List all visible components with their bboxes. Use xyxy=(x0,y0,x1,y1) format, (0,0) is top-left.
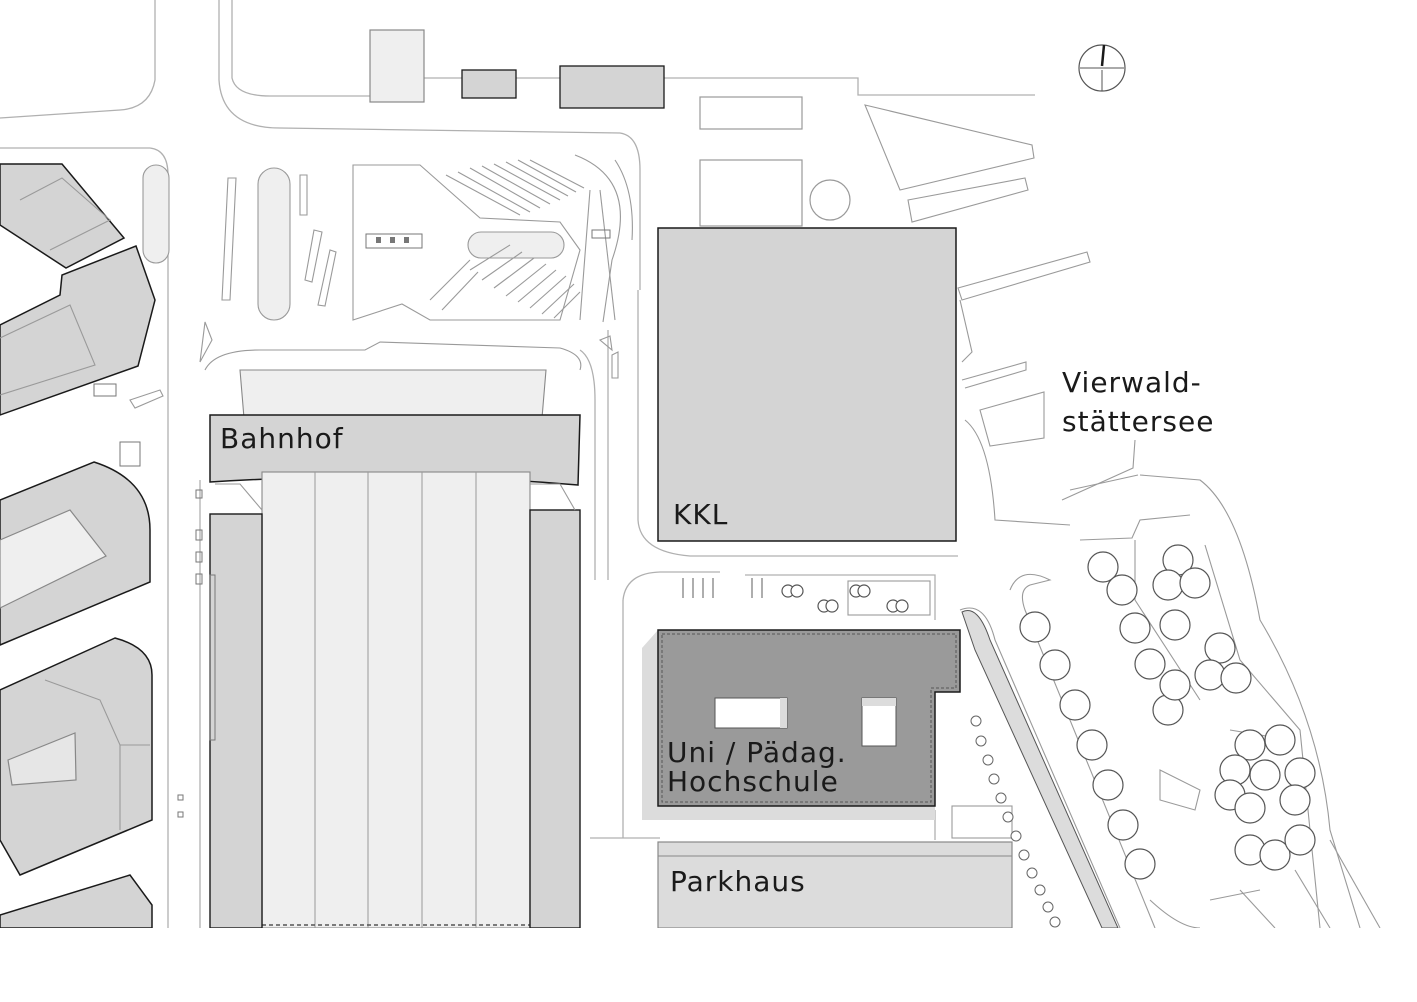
lake-label-line2: stättersee xyxy=(1062,405,1214,438)
left-city-blocks xyxy=(0,163,203,929)
lakeside-park xyxy=(959,474,1381,929)
north-arrow-icon xyxy=(1078,44,1126,92)
university-label-line2: Hochschule xyxy=(667,765,839,798)
kkl-building xyxy=(657,227,957,542)
piers xyxy=(864,104,1139,526)
parkhaus-group xyxy=(657,841,1013,929)
top-small-buildings xyxy=(369,29,851,227)
university-building xyxy=(657,629,961,807)
kkl-building-group xyxy=(657,227,957,542)
university-building-group xyxy=(642,629,1013,839)
plaza-furniture xyxy=(682,578,931,616)
kkl-label: KKL xyxy=(673,498,728,531)
bahnhof-label: Bahnhof xyxy=(220,422,344,455)
lake-label-line1: Vierwald- xyxy=(1062,366,1202,399)
bottom-margin xyxy=(0,928,1417,1002)
university-label-line1: Uni / Pädag. xyxy=(667,736,847,769)
parkhaus-label: Parkhaus xyxy=(670,865,806,898)
road-network xyxy=(0,0,1035,928)
forecourt-parking xyxy=(129,154,633,409)
station-complex xyxy=(204,341,582,929)
